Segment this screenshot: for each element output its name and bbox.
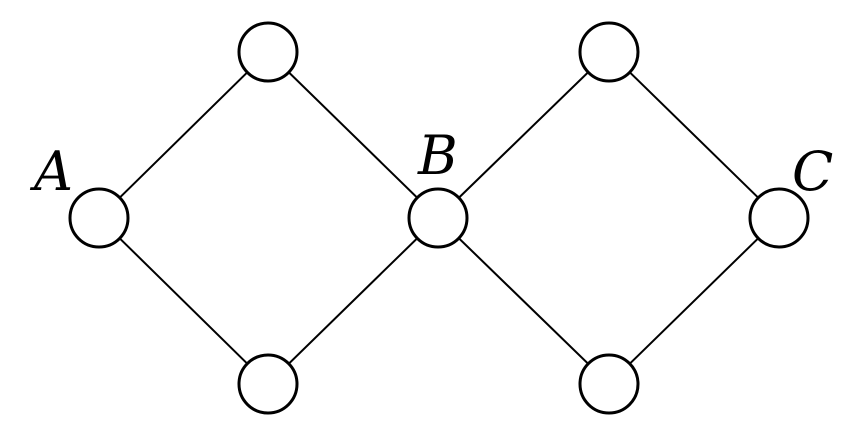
node-bottom-left (237, 353, 299, 415)
node-bottom-right (578, 353, 640, 415)
node-label-b: B (417, 124, 458, 187)
edge-bottom-right-C (608, 217, 780, 385)
edge-top-left-B (267, 51, 439, 219)
node-top-left (237, 21, 299, 83)
node-top-right (578, 21, 640, 83)
node-label-a: A (29, 140, 73, 203)
nodes-group (68, 21, 810, 415)
edge-bottom-left-B (267, 217, 439, 385)
edge-A-top-left (98, 51, 269, 219)
node-c (748, 187, 810, 249)
labels-group: A B C (29, 124, 833, 203)
node-label-c: C (792, 140, 833, 203)
node-b (407, 187, 469, 249)
edge-top-right-C (608, 51, 780, 219)
edges-group (98, 51, 780, 385)
edge-B-top-right (437, 51, 610, 219)
node-a (68, 187, 130, 249)
edge-A-bottom-left (98, 217, 269, 385)
edge-B-bottom-right (437, 217, 610, 385)
